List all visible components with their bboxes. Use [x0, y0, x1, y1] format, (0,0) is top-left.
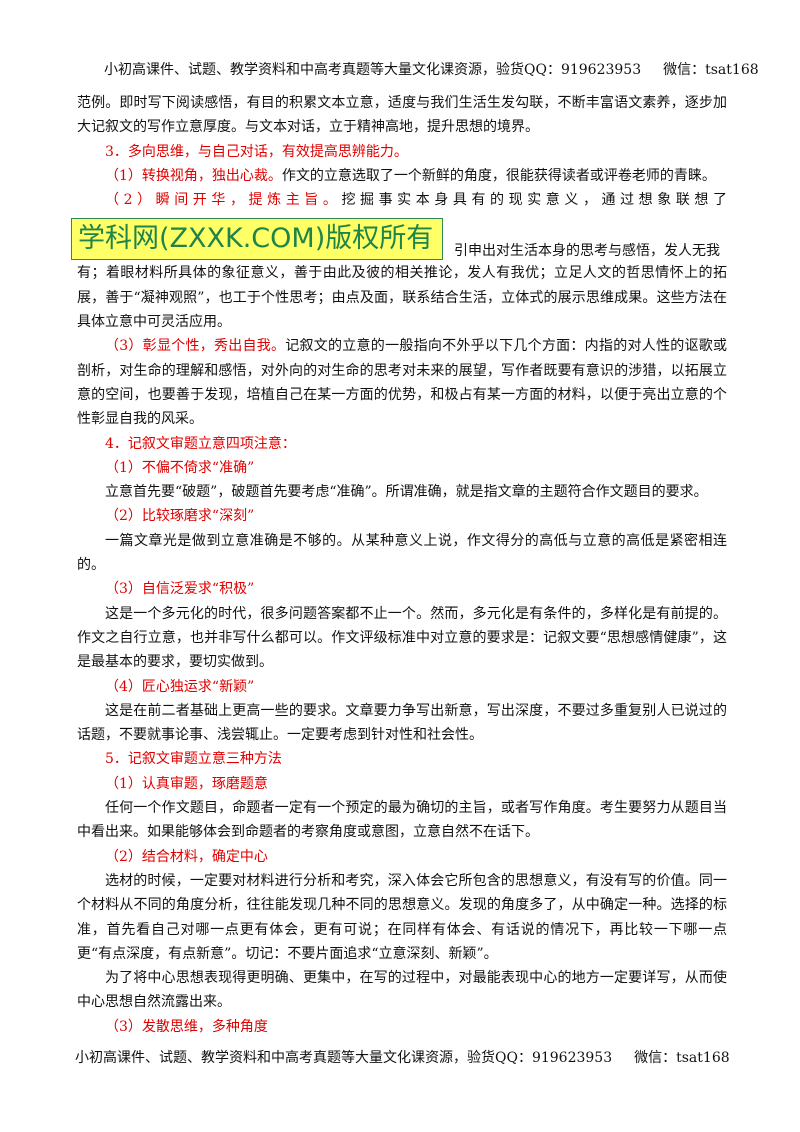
watermark-line: 学科网(ZXXK.COM)版权所有 引申出对生活本身的思考与感悟，发人无我 — [71, 212, 727, 270]
subheading: （3）发散思维，多种角度 — [105, 1018, 268, 1035]
subheading: （1）不偏不倚求“准确” — [105, 459, 255, 476]
footer-text: 小初高课件、试题、教学资料和中高考真题等大量文化课资源，验货QQ：9196239… — [75, 1050, 613, 1066]
paragraph: 为了将中心思想表现得更明确、更集中，在写的过程中，对最能表现中心的地方一定要详写… — [77, 970, 727, 1011]
header-text: 小初高课件、试题、教学资料和中高考真题等大量文化课资源，验货QQ：9196239… — [104, 62, 642, 78]
paragraph: （3）彰显个性，秀出自我。记叙文的立意的一般指向不外乎以下几个方面：内指的对人性… — [77, 334, 727, 431]
section-heading-3: 3．多向思维，与自己对话，有效提高思辨能力。 — [105, 143, 408, 160]
header-wechat: 微信：tsat168 — [663, 62, 759, 78]
paragraph-text: 引申出对生活本身的思考与感悟，发人无我 — [454, 243, 720, 260]
subheading: （3）彰显个性，秀出自我。 — [105, 338, 286, 355]
paragraph: 任何一个作文题目，命题者一定有一个预定的最为确切的主旨，或者写作角度。考生要努力… — [77, 800, 727, 841]
paragraph: （2）瞬间开华，提炼主旨。挖掘事实本身具有的现实意义，通过想象联想了 — [77, 188, 727, 212]
paragraph-text: 记叙文的立意的一般指向不外乎以下几个方面：内指的对人性的讴歌或剖析，对生命的理解… — [77, 338, 727, 428]
paragraph: 这是一个多元化的时代，很多问题答案都不止一个。然而，多元化是有条件的，多样化是有… — [77, 605, 727, 671]
paragraph-text: 挖掘事实本身具有的现实意义，通过想象联想了 — [341, 192, 727, 209]
section-heading-4: 4．记叙文审题立意四项注意： — [105, 435, 296, 452]
subheading: （2）比较琢磨求“深刻” — [105, 508, 255, 525]
page-header: 小初高课件、试题、教学资料和中高考真题等大量文化课资源，验货QQ：9196239… — [104, 59, 774, 79]
subheading: （4）匠心独运求“新颖” — [105, 678, 255, 695]
footer-wechat: 微信：tsat168 — [634, 1050, 730, 1066]
paragraph: 这是在前二者基础上更高一些的要求。文章要力争写出新意，写出深度，不要过多重复别人… — [77, 702, 727, 744]
page-footer: 小初高课件、试题、教学资料和中高考真题等大量文化课资源，验货QQ：9196239… — [75, 1047, 745, 1067]
paragraph-text: 作文的立意选取了一个新鲜的角度，很能获得读者或评卷老师的青睐。 — [281, 167, 716, 184]
paragraph: 一篇文章光是做到立意准确是不够的。从某种意义上说，作文得分的高低与立意的高低是紧… — [77, 532, 727, 574]
paragraph: （1）转换视角，独出心裁。作文的立意选取了一个新鲜的角度，很能获得读者或评卷老师… — [77, 164, 727, 188]
paragraph: 选材的时候，一定要对材料进行分析和考究，深入体会它所包含的思想意义，有没有写的价… — [77, 872, 727, 962]
paragraph: 立意首先要“破题”，破题首先要考虑“准确”。所谓准确，就是指文章的主题符合作文题… — [105, 484, 708, 501]
subheading: （1）认真审题，琢磨题意 — [105, 775, 268, 792]
subheading: （2）结合材料，确定中心 — [105, 848, 268, 865]
section-heading-5: 5．记叙文审题立意三种方法 — [105, 751, 282, 768]
subheading: （2）瞬间开华，提炼主旨。 — [105, 192, 342, 209]
document-body: 范例。即时写下阅读感悟，有目的积累文本立意，适度与我们生活生发勾联，不断丰富语文… — [71, 91, 727, 1039]
subheading: （1）转换视角，独出心裁。 — [105, 167, 282, 184]
paragraph: 有；着眼材料所具体的象征意义，善于由此及彼的相关推论，发人有我优；立足人文的哲思… — [77, 265, 727, 331]
paragraph: 范例。即时写下阅读感悟，有目的积累文本立意，适度与我们生活生发勾联，不断丰富语文… — [77, 95, 727, 136]
subheading: （3）自信泛爱求“积极” — [105, 581, 255, 598]
watermark-banner: 学科网(ZXXK.COM)版权所有 — [71, 218, 443, 261]
